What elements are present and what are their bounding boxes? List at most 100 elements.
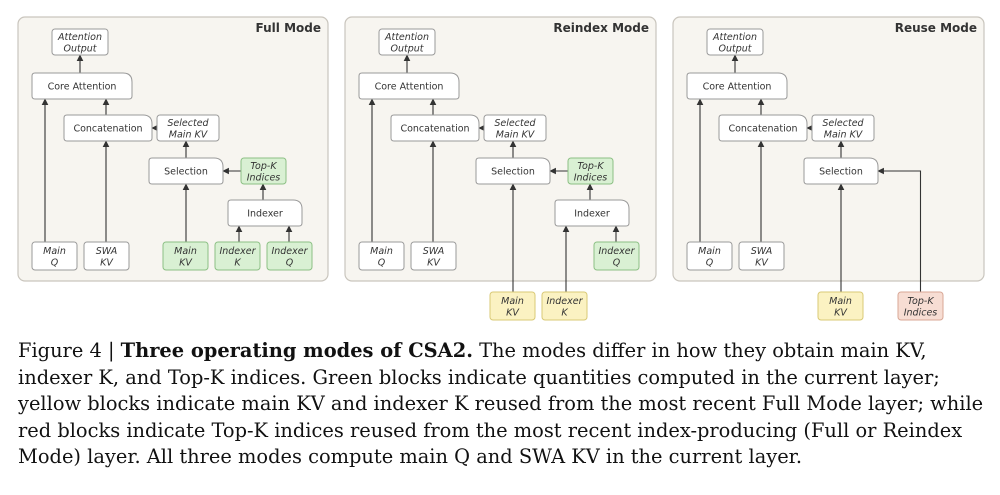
reindex-mode-ext-indexer-k-node-label-line: K <box>561 307 568 318</box>
reindex-mode-selection-node-box <box>475 157 551 185</box>
reuse-mode-ext-main-kv-node-label-line: KV <box>834 307 848 318</box>
reuse-mode-panel <box>672 16 985 282</box>
full-mode-topk-indices-node-label-line: Indices <box>247 172 281 183</box>
reuse-mode-attention-output-node-box <box>706 28 764 56</box>
full-mode-main-kv-node-label-line: KV <box>179 257 193 268</box>
reindex-mode-swa-kv-node-label-line: SWA <box>423 246 444 257</box>
reindex-mode-title: Reindex Mode <box>553 21 649 35</box>
full-mode-concatenation-node: Concatenation <box>63 114 153 142</box>
full-mode-main-q-node-label-line: Q <box>51 257 59 268</box>
reuse-mode-core-attention-node-box <box>686 72 788 100</box>
full-mode-main-kv-node-label-line: Main <box>174 246 197 257</box>
reuse-mode-ext-main-kv-node-box <box>817 291 864 321</box>
reindex-mode-swa-kv-node-box <box>410 241 457 271</box>
reuse-mode-ext-topk-indices-node-box <box>897 291 944 321</box>
figure-caption: Figure 4 | Three operating modes of CSA2… <box>18 338 993 471</box>
reuse-mode-swa-kv-node-label-line: KV <box>755 257 769 268</box>
reindex-mode-swa-kv-node-label-line: KV <box>427 257 441 268</box>
reindex-mode-indexer-node: Indexer <box>554 199 630 227</box>
reindex-mode-selected-main-kv-node-label-line: Main KV <box>496 129 536 140</box>
full-mode-indexer-q-node-box <box>266 241 313 271</box>
reindex-mode-selection-node: Selection <box>475 157 551 185</box>
reuse-mode-main-q-node-label-line: Main <box>698 246 721 257</box>
full-mode-selected-main-kv-node-box <box>156 114 220 142</box>
full-mode-selection-node-box <box>148 157 224 185</box>
reuse-mode-edge-ext-topk-indices-to-selection <box>877 167 922 292</box>
reuse-mode-core-attention-node: Core Attention <box>686 72 788 100</box>
reindex-mode-selected-main-kv-node-label-line: Selected <box>494 118 536 129</box>
reindex-mode-attention-output-node-box <box>378 28 436 56</box>
full-mode-main-q-node-label-line: Main <box>43 246 66 257</box>
reuse-mode-ext-topk-indices-node-label-line: Top-K <box>907 296 934 307</box>
reindex-mode-selected-main-kv-node-box <box>483 114 547 142</box>
reindex-mode-ext-indexer-k-node-box <box>541 291 588 321</box>
full-mode-indexer-k-node-box <box>214 241 261 271</box>
reindex-mode-core-attention-node: Core Attention <box>358 72 460 100</box>
reindex-mode-indexer-q-node-box <box>593 241 640 271</box>
reindex-mode-topk-indices-node-label-line: Top-K <box>577 161 604 172</box>
reuse-mode-selected-main-kv-node-box <box>811 114 875 142</box>
full-mode-attention-output-node-box <box>51 28 109 56</box>
full-mode-indexer-node-box <box>227 199 303 227</box>
reindex-mode-core-attention-node-box <box>358 72 460 100</box>
reindex-mode-attention-output-node-label-line: Output <box>391 43 425 54</box>
reindex-mode-concatenation-node-box <box>390 114 480 142</box>
full-mode-topk-indices-node-box <box>240 157 287 185</box>
reindex-mode-panel <box>344 16 657 282</box>
caption-title: Three operating modes of CSA2. <box>120 339 473 362</box>
reindex-mode-main-q-node-label-line: Main <box>370 246 393 257</box>
reuse-mode-selection-node-label-line: Selection <box>819 167 863 178</box>
reuse-mode-main-q-node-label-line: Q <box>706 257 714 268</box>
full-mode-swa-kv-node-label-line: KV <box>100 257 114 268</box>
reindex-mode-topk-indices-node-label-line: Indices <box>574 172 608 183</box>
full-mode-swa-kv-node-box <box>83 241 130 271</box>
full-mode-attention-output-node-label-line: Output <box>64 43 98 54</box>
reindex-mode-concatenation-node-label-line: Concatenation <box>400 124 469 135</box>
caption-label: Figure 4 | <box>18 339 121 362</box>
reuse-mode-concatenation-node-box <box>718 114 808 142</box>
full-mode-concatenation-node-box <box>63 114 153 142</box>
reuse-mode-concatenation-node-label-line: Concatenation <box>728 124 797 135</box>
edges-layer <box>41 54 922 292</box>
full-mode-selection-node: Selection <box>148 157 224 185</box>
reindex-mode-indexer-q-node-label-line: Indexer <box>598 246 635 257</box>
reuse-mode-attention-output-node-label-line: Attention <box>712 32 757 43</box>
full-mode-concatenation-node-label-line: Concatenation <box>73 124 142 135</box>
full-mode-core-attention-node-box <box>31 72 133 100</box>
full-mode-main-kv-node-box <box>162 241 209 271</box>
reindex-mode-main-q-node-box <box>358 241 405 271</box>
full-mode-indexer-k-node-label-line: Indexer <box>219 246 256 257</box>
full-mode-core-attention-node-label-line: Core Attention <box>48 82 117 93</box>
full-mode-indexer-node: Indexer <box>227 199 303 227</box>
reuse-mode-title: Reuse Mode <box>895 21 977 35</box>
reuse-mode-selected-main-kv-node-label-line: Main KV <box>824 129 864 140</box>
full-mode-indexer-q-node-label-line: Q <box>286 257 294 268</box>
reuse-mode-main-q-node-box <box>686 241 733 271</box>
reuse-mode-core-attention-node-label-line: Core Attention <box>703 82 772 93</box>
reuse-mode-concatenation-node: Concatenation <box>718 114 808 142</box>
reindex-mode-selection-node-label-line: Selection <box>491 167 535 178</box>
reindex-mode-topk-indices-node-box <box>567 157 614 185</box>
full-mode-core-attention-node: Core Attention <box>31 72 133 100</box>
full-mode-topk-indices-node-label-line: Top-K <box>250 161 277 172</box>
